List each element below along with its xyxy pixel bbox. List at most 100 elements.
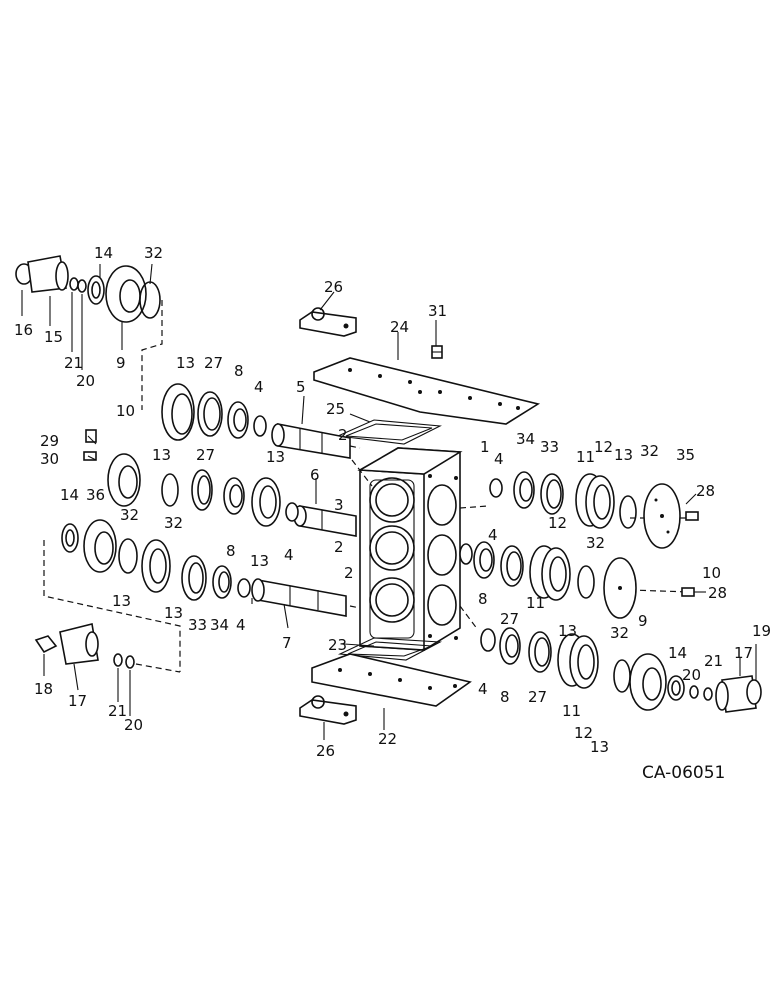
callout-18a: 18 bbox=[34, 680, 53, 698]
o-ring-32-rr2 bbox=[577, 565, 595, 599]
callout-2b: 2 bbox=[334, 538, 344, 556]
callout-13e: 13 bbox=[112, 592, 131, 610]
cup-27-rr2 bbox=[500, 545, 524, 587]
cover-35 bbox=[643, 483, 681, 549]
callout-20c: 20 bbox=[682, 666, 701, 684]
callout-8a: 8 bbox=[234, 362, 244, 380]
callout-2a: 2 bbox=[338, 426, 348, 444]
callout-30a: 30 bbox=[40, 450, 59, 468]
flange-9-top bbox=[105, 265, 147, 323]
callout-26a: 26 bbox=[324, 278, 343, 296]
callout-13g: 13 bbox=[614, 446, 633, 464]
callout-4b: 4 bbox=[284, 546, 294, 564]
callout-25a: 25 bbox=[326, 400, 345, 418]
cup-27-r2 bbox=[191, 469, 213, 511]
callout-4c: 4 bbox=[236, 616, 246, 634]
callout-4d: 4 bbox=[494, 450, 504, 468]
callout-10b: 10 bbox=[702, 564, 721, 582]
shaft-6 bbox=[293, 505, 357, 537]
diagram-code: CA-06051 bbox=[642, 763, 725, 783]
callout-4f: 4 bbox=[478, 680, 488, 698]
callout-14b: 14 bbox=[60, 486, 79, 504]
callout-13b: 13 bbox=[152, 446, 171, 464]
yoke-16-15 bbox=[15, 255, 69, 293]
callout-4a: 4 bbox=[254, 378, 264, 396]
bearing-34-right bbox=[513, 471, 535, 509]
callout-35a: 35 bbox=[676, 446, 695, 464]
top-gasket bbox=[335, 419, 442, 445]
callout-27a: 27 bbox=[204, 354, 223, 372]
callout-21a: 21 bbox=[64, 354, 83, 372]
bearing-8-rr2 bbox=[473, 541, 495, 579]
bearing-8-r1 bbox=[227, 401, 249, 439]
seal-14-top bbox=[87, 275, 105, 305]
flange-9-right bbox=[629, 653, 667, 711]
shaft-7 bbox=[251, 578, 347, 617]
callout-13f: 13 bbox=[164, 604, 183, 622]
callout-33b: 33 bbox=[540, 438, 559, 456]
callout-32c: 32 bbox=[120, 506, 139, 524]
callout-20a: 20 bbox=[76, 372, 95, 390]
bolt-28-top bbox=[685, 511, 699, 521]
callout-8b: 8 bbox=[226, 542, 236, 560]
callout-32b: 32 bbox=[164, 514, 183, 532]
gearbox-housing bbox=[357, 447, 463, 651]
callout-32f: 32 bbox=[610, 624, 629, 642]
cap-11-12-13-rr3 bbox=[557, 633, 599, 689]
spacer-4-rr2 bbox=[459, 543, 473, 565]
breather-fitting bbox=[431, 345, 443, 359]
callout-12c: 12 bbox=[574, 724, 593, 742]
callout-32a: 32 bbox=[144, 244, 163, 262]
spacer-4-rr3 bbox=[480, 628, 496, 652]
callout-31a: 31 bbox=[428, 302, 447, 320]
o-ring-32-rr1 bbox=[619, 495, 637, 529]
callout-13i: 13 bbox=[590, 738, 609, 756]
lower-mounting-bracket bbox=[299, 695, 357, 725]
bearing-8-r2 bbox=[223, 477, 245, 515]
spacer-4-r2 bbox=[285, 502, 299, 522]
callout-10a: 10 bbox=[116, 402, 135, 420]
callout-27b: 27 bbox=[196, 446, 215, 464]
callout-11a: 11 bbox=[576, 448, 595, 466]
spacer-4-r1 bbox=[253, 415, 267, 437]
callout-32d: 32 bbox=[640, 442, 659, 460]
yoke-17-19 bbox=[715, 675, 762, 713]
callout-11c: 11 bbox=[562, 702, 581, 720]
callout-9a: 9 bbox=[116, 354, 126, 372]
callout-6a: 6 bbox=[310, 466, 320, 484]
callout-22a: 22 bbox=[378, 730, 397, 748]
callout-32e: 32 bbox=[586, 534, 605, 552]
bearing-8-rr3 bbox=[499, 627, 521, 665]
callout-24a: 24 bbox=[390, 318, 409, 336]
callout-4e: 4 bbox=[488, 526, 498, 544]
callout-8d: 8 bbox=[500, 688, 510, 706]
callout-7a: 7 bbox=[282, 634, 292, 652]
callout-19a: 19 bbox=[752, 622, 771, 640]
cap-13-r3 bbox=[141, 539, 171, 593]
callout-28b: 28 bbox=[708, 584, 727, 602]
o-ring-32-r3 bbox=[118, 538, 138, 574]
cup-27-rr3 bbox=[528, 631, 552, 673]
cap-11-12-13-rr2 bbox=[529, 545, 571, 601]
bolt-28-bottom bbox=[681, 587, 695, 597]
flange-36 bbox=[83, 519, 117, 573]
callout-27c: 27 bbox=[500, 610, 519, 628]
label-leaders bbox=[21, 263, 757, 740]
callout-13d: 13 bbox=[250, 552, 269, 570]
cap-11-12-13-rr1 bbox=[575, 473, 615, 529]
cover-10-right bbox=[603, 557, 637, 619]
callout-33a: 33 bbox=[188, 616, 207, 634]
callout-12b: 12 bbox=[548, 514, 567, 532]
callout-1a: 1 bbox=[480, 438, 490, 456]
washers-20-21-right bbox=[689, 685, 713, 701]
callout-28a: 28 bbox=[696, 482, 715, 500]
upper-mounting-bracket bbox=[299, 307, 357, 337]
callout-17a: 17 bbox=[68, 692, 87, 710]
callout-8c: 8 bbox=[478, 590, 488, 608]
callout-14c: 14 bbox=[668, 644, 687, 662]
callout-9b: 9 bbox=[638, 612, 648, 630]
bottom-cover-plate bbox=[311, 653, 472, 707]
callout-15a: 15 bbox=[44, 328, 63, 346]
callout-26b: 26 bbox=[316, 742, 335, 760]
